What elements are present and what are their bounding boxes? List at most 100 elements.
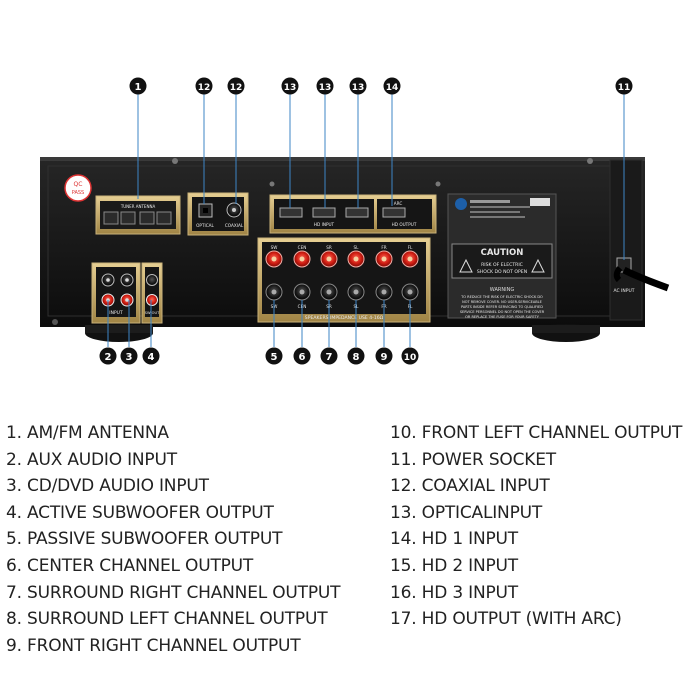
optical-label: OPTICAL <box>196 223 214 228</box>
speakers-impedance-label: SPEAKERS IMPEDANCE USE 4-16Ω <box>305 315 384 321</box>
legend-item: 10. FRONT LEFT CHANNEL OUTPUT <box>390 420 682 447</box>
callout-2: 2 <box>100 348 117 365</box>
svg-text:6: 6 <box>299 352 306 363</box>
callout-12-coaxial: 12 <box>228 78 245 95</box>
legend-item: 15. HD 2 INPUT <box>390 553 682 580</box>
callout-8: 8 <box>348 348 365 365</box>
callout-4: 4 <box>143 348 160 365</box>
warning-line-3: PARTS INSIDE REFER SERVICING TO QUALIFIE… <box>461 305 543 309</box>
legend-item: 13. OPTICALINPUT <box>390 500 682 527</box>
legend-item: 16. HD 3 INPUT <box>390 580 682 607</box>
am-fm-antenna-terminal: TUNER ANTENNA <box>96 196 180 234</box>
speaker-label-top: FR <box>381 245 386 250</box>
caution-line-1: RISK OF ELECTRIC <box>481 262 523 268</box>
legend-item: 9. FRONT RIGHT CHANNEL OUTPUT <box>6 633 340 660</box>
legend-item: 8. SURROUND LEFT CHANNEL OUTPUT <box>6 606 340 633</box>
hd-output-arc <box>383 208 405 217</box>
speaker-label-top: SW <box>271 245 278 250</box>
svg-text:8: 8 <box>353 352 360 363</box>
digital-input-block: OPTICAL COAXIAL <box>188 193 248 235</box>
speaker-label-top: SR <box>326 245 332 250</box>
svg-text:11: 11 <box>618 83 631 93</box>
terminal-post <box>354 290 359 295</box>
legend-item: 2. AUX AUDIO INPUT <box>6 447 340 474</box>
coaxial-label: COAXIAL <box>225 223 244 228</box>
svg-text:1: 1 <box>135 82 142 93</box>
caution-title: CAUTION <box>481 248 524 258</box>
terminal-post <box>382 257 387 262</box>
svg-text:9: 9 <box>381 352 388 363</box>
svg-text:12: 12 <box>198 83 211 93</box>
svg-text:13: 13 <box>284 83 297 93</box>
callout-11: 11 <box>616 78 633 95</box>
svg-text:2: 2 <box>105 352 112 363</box>
svg-text:13: 13 <box>319 83 332 93</box>
svg-text:10: 10 <box>404 353 417 363</box>
qc-pass-sticker: QC PASS <box>65 175 91 201</box>
speaker-label-top: CEN <box>298 245 307 250</box>
svg-text:13: 13 <box>352 83 365 93</box>
callout-14: 14 <box>384 78 401 95</box>
terminal-post <box>272 257 277 262</box>
callout-12-optical: 12 <box>196 78 213 95</box>
spec-label-plate: CAUTION RISK OF ELECTRIC SHOCK DO NOT OP… <box>448 194 556 319</box>
hd-input-1 <box>280 208 302 217</box>
antenna-label: TUNER ANTENNA <box>120 204 156 209</box>
hd-input-3 <box>346 208 368 217</box>
legend-item: 1. AM/FM ANTENNA <box>6 420 340 447</box>
callout-13-c: 13 <box>350 78 367 95</box>
callout-5: 5 <box>266 348 283 365</box>
terminal-post <box>354 257 359 262</box>
hd-port-block: HD INPUT ARC HD OUTPUT <box>270 195 436 233</box>
legend-item: 6. CENTER CHANNEL OUTPUT <box>6 553 340 580</box>
svg-text:5: 5 <box>271 352 278 363</box>
speaker-terminal-block: SWSWCENCENSRSRSLSLFRFRFLFL SPEAKERS IMPE… <box>258 238 430 322</box>
callout-1: 1 <box>130 78 147 95</box>
terminal-post <box>300 290 305 295</box>
warning-title: WARNING <box>490 287 515 293</box>
warning-line-5: OR REPLACE THE FUSE FOR YOUR SAFETY <box>465 315 540 319</box>
callout-13-b: 13 <box>317 78 334 95</box>
speaker-label-top: FL <box>408 245 413 250</box>
warning-line-1: TO REDUCE THE RISK OF ELECTRIC SHOCK DO <box>460 295 543 299</box>
qc-text: QC <box>74 181 83 188</box>
callout-9: 9 <box>376 348 393 365</box>
legend-item: 5. PASSIVE SUBWOOFER OUTPUT <box>6 526 340 553</box>
callout-13-a: 13 <box>282 78 299 95</box>
svg-text:3: 3 <box>126 352 133 363</box>
legend-item: 12. COAXIAL INPUT <box>390 473 682 500</box>
svg-text:14: 14 <box>386 83 399 93</box>
legend-item: 11. POWER SOCKET <box>390 447 682 474</box>
terminal-post <box>408 257 413 262</box>
callout-7: 7 <box>321 348 338 365</box>
amplifier-rear-panel-diagram: QC PASS TUNER ANTENNA OPTICAL COAXIAL HD… <box>0 0 700 420</box>
svg-text:12: 12 <box>230 83 243 93</box>
callout-3: 3 <box>121 348 138 365</box>
speaker-label-top: SL <box>354 245 360 250</box>
legend-item: 14. HD 1 INPUT <box>390 526 682 553</box>
caution-line-2: SHOCK DO NOT OPEN <box>477 269 527 275</box>
input-label: INPUT <box>109 310 123 316</box>
terminal-post <box>327 290 332 295</box>
warning-line-4: SERVICE PERSONNEL DO NOT OPEN THE COVER <box>460 310 545 314</box>
terminal-post <box>300 257 305 262</box>
terminal-post <box>327 257 332 262</box>
warning-line-2: NOT REMOVE COVER. NO USER-SERVICEABLE <box>462 300 542 304</box>
legend-item: 4. ACTIVE SUBWOOFER OUTPUT <box>6 500 340 527</box>
callout-10: 10 <box>402 348 419 365</box>
ac-input-label: AC INPUT <box>613 288 634 294</box>
pass-text: PASS <box>72 190 84 196</box>
sw-out-label: SW OUT <box>145 311 160 315</box>
hd-output-label: HD OUTPUT <box>392 222 417 227</box>
legend-item: 3. CD/DVD AUDIO INPUT <box>6 473 340 500</box>
svg-text:4: 4 <box>148 352 155 363</box>
terminal-post <box>382 290 387 295</box>
svg-text:7: 7 <box>326 352 333 363</box>
legend-item: 17. HD OUTPUT (WITH ARC) <box>390 606 682 633</box>
terminal-post <box>408 290 413 295</box>
callout-6: 6 <box>294 348 311 365</box>
arc-label: ARC <box>394 201 403 206</box>
legend-item: 7. SURROUND RIGHT CHANNEL OUTPUT <box>6 580 340 607</box>
